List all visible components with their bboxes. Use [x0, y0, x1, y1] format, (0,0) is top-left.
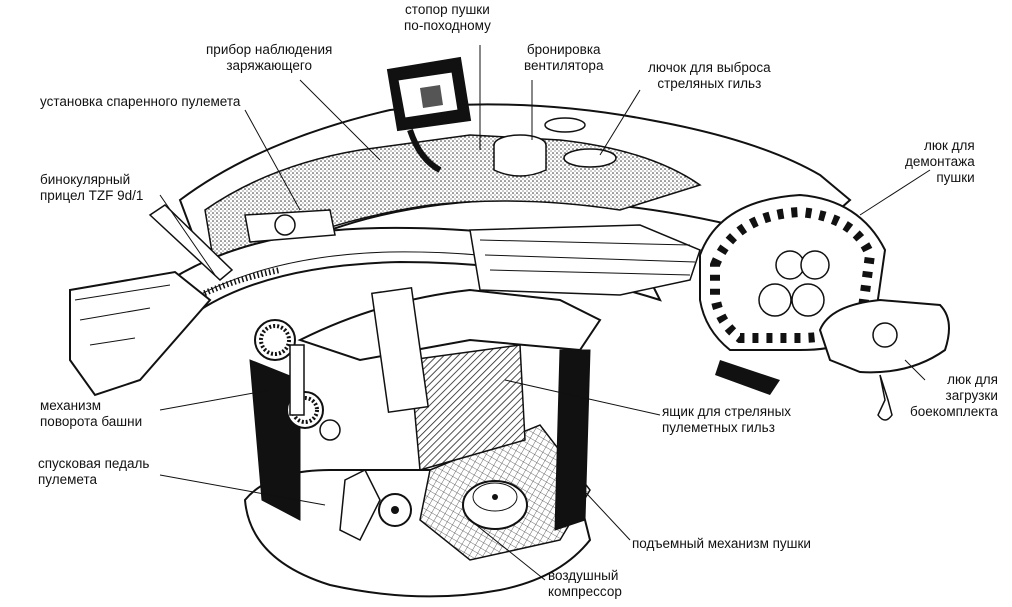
- binocular-sight-shape: [148, 204, 234, 281]
- mg-casing-box-shape: [409, 344, 526, 471]
- leader-lines: [159, 45, 931, 581]
- hull-deck-left: [69, 270, 212, 397]
- fan-armor-dome: [493, 117, 586, 177]
- ammo-hatch-shape: [818, 298, 950, 421]
- turret-inner-wall: [204, 134, 702, 271]
- elevation-handwheel: [378, 493, 412, 527]
- gun-rails: [469, 224, 701, 296]
- gun-breech: [297, 288, 602, 362]
- basket-wall: [249, 359, 301, 521]
- traverse-gears: [254, 319, 341, 441]
- loader-periscope: [386, 56, 472, 173]
- ejection-hatch-shape: [563, 148, 617, 168]
- label-coaxial-mg-mount: установка спаренного пулемета: [40, 94, 241, 109]
- label-gun-elevation: подъемный механизм пушки: [632, 536, 811, 551]
